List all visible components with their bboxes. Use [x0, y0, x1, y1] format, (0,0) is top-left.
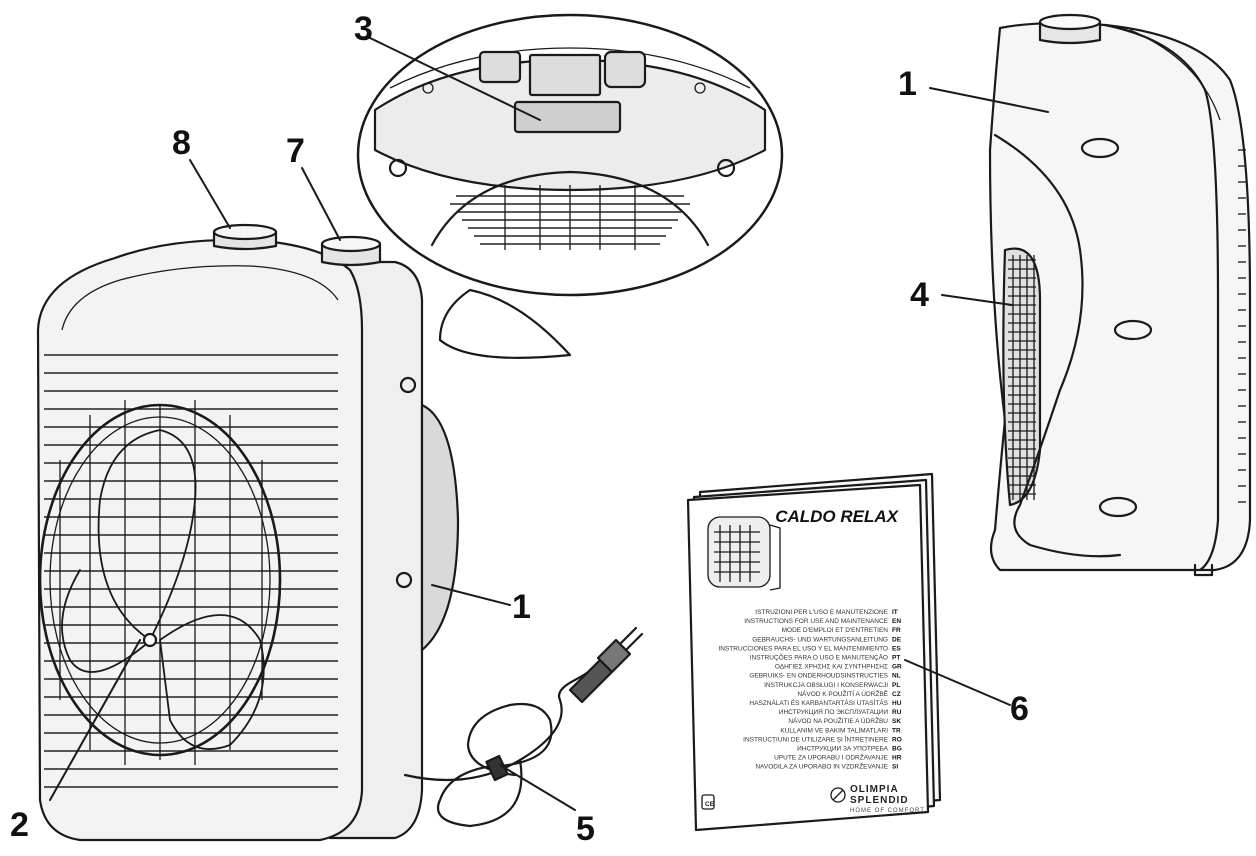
callout-4-side-grille: 4: [910, 276, 929, 314]
manual-language-line: UPUTE ZA UPORABU I ODRŽAVANJE: [774, 753, 889, 762]
manual-language-line: HASZNÁLATI ÉS KARBANTARTÁSI UTASÍTÁS: [749, 698, 888, 707]
manual-language-code: BG: [892, 746, 902, 753]
manual-language-code: ES: [892, 645, 901, 652]
front-grille: [44, 354, 338, 788]
callout-3-control-detail: 3: [354, 10, 373, 48]
manual-language-line: INSTRUCȚIUNI DE UTILIZARE ȘI ÎNTREȚINERE: [743, 734, 888, 743]
side-mesh-grille: [1008, 255, 1036, 500]
manual-language-code: DE: [892, 636, 902, 643]
manual-language-code: EN: [892, 618, 901, 625]
manual-language-code: PL: [892, 682, 900, 689]
manual-language-list: ISTRUZIONI PER L'USO E MANUTENZIONE IT INS…: [718, 609, 902, 771]
manual-language-line: ИНСТРУКЦИЯ ПО ЭКСПЛУАТАЦИИ: [779, 709, 889, 716]
manual-language-line: ISTRUZIONI PER L'USO E MANUTENZIONE: [755, 609, 888, 616]
vent-grille-detail: [450, 185, 690, 250]
manual-language-line: GEBRUIKS- EN ONDERHOUDSINSTRUCTIES: [749, 673, 888, 680]
manual-language-code: IT: [892, 609, 898, 616]
manual-language-line: MODE D'EMPLOI ET D'ENTRETIEN: [782, 627, 889, 634]
heater-side-view: [988, 13, 1252, 577]
manual-language-line: NÁVOD NA POUŽITIE A ÚDRŽBU: [788, 716, 888, 725]
callout-1-body-side: 1: [898, 65, 917, 103]
manual-language-code: RU: [892, 709, 902, 716]
manual-language-code: CZ: [892, 691, 901, 698]
manual-language-line: ΟΔΗΓΙΕΣ ΧΡΗΣΗΣ ΚΑΙ ΣΥΝΤΗΡΗΣΗΣ: [775, 664, 888, 671]
detail-magnifier: [356, 13, 784, 359]
brand-tagline: HOME OF COMFORT: [850, 808, 925, 814]
manual-language-code: TR: [892, 727, 901, 734]
manual-language-code: FR: [892, 627, 901, 634]
callout-8-air-outlet-knob: 8: [172, 124, 191, 162]
manual-language-line: INSTRUCCIONES PARA EL USO Y EL MANTENIMI…: [718, 645, 888, 652]
manual-language-code: GR: [892, 664, 902, 671]
callout-2-fan-grille: 2: [10, 806, 29, 844]
manual-language-code: HR: [892, 755, 902, 762]
callout-5-power-cord: 5: [576, 810, 595, 848]
manual-language-line: INSTRUKCJA OBSŁUGI I KONSERWACJI: [764, 682, 888, 689]
manual-language-line: ИНСТРУКЦИИ ЗА УПОТРЕБА: [797, 746, 889, 753]
manual-language-line: GEBRAUCHS- UND WARTUNGSANLEITUNG: [752, 636, 888, 643]
leader-lines: [49, 37, 1049, 811]
manual-language-code: SK: [892, 718, 901, 725]
callout-7-control-knob: 7: [286, 132, 305, 170]
manual-language-code: RO: [892, 736, 902, 743]
manual-language-code: HU: [892, 700, 902, 707]
ce-mark: CE: [705, 801, 715, 808]
manual-language-line: NAVODILA ZA UPORABO IN VZDRŽEVANJE: [755, 762, 888, 771]
callout-6-manual: 6: [1010, 690, 1029, 728]
manual-language-code: NL: [892, 673, 901, 680]
side-vent-ribs: [1238, 149, 1246, 503]
brand-name-line1: OLIMPIA: [850, 784, 899, 795]
brand-name-line2: SPLENDID: [850, 795, 909, 806]
callout-1-body-front: 1: [512, 588, 531, 626]
heater-front-view: [36, 223, 460, 842]
instruction-manual: CALDO RELAX ISTRUZIONI PER L'USO E MANUT…: [686, 472, 942, 832]
manual-language-line: INSTRUCTIONS FOR USE AND MAINTENANCE: [744, 618, 888, 625]
power-cord: [403, 626, 644, 828]
manual-language-code: SI: [892, 764, 898, 771]
manual-language-line: NÁVOD K POUŽITÍ A ÚDRŽBĚ: [797, 689, 888, 698]
manual-language-line: KULLANIM VE BAKIM TALİMATLARI: [780, 725, 888, 734]
manual-language-code: PT: [892, 655, 900, 662]
manual-language-line: INSTRUÇÕES PARA O USO E MANUTENÇÃO: [750, 653, 888, 662]
manual-title: CALDO RELAX: [775, 507, 899, 526]
